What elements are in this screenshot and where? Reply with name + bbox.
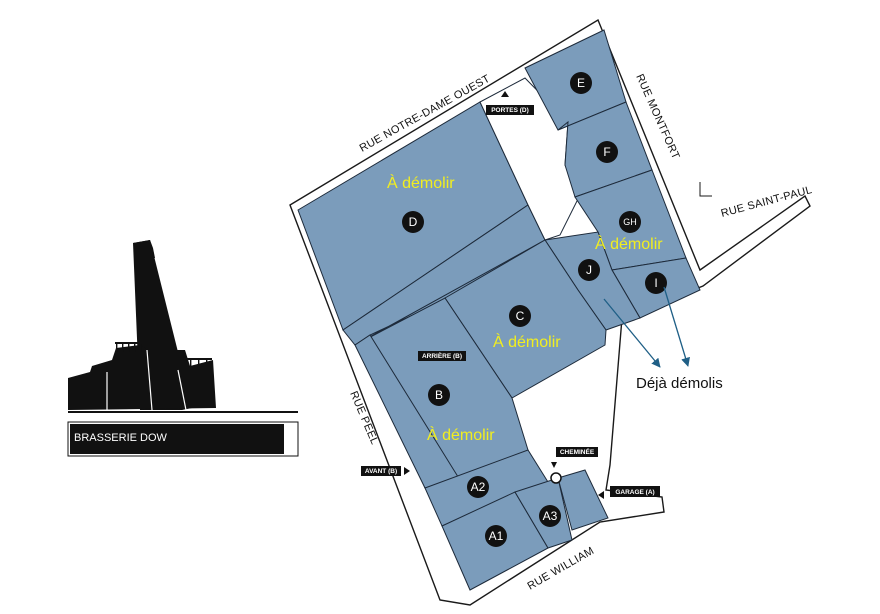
tag-portes: PORTES (D): [486, 91, 534, 115]
demolish-label-d: À démolir: [387, 173, 455, 192]
marker-d-label: D: [409, 215, 418, 229]
marker-d[interactable]: D: [402, 211, 424, 233]
tag-avant: AVANT (B): [361, 466, 410, 476]
marker-f-label: F: [603, 145, 610, 159]
chimney-marker: [550, 472, 562, 484]
demolish-label-b: À démolir: [427, 425, 495, 444]
demolish-label-gh: À démolir: [595, 234, 663, 253]
marker-j-label: J: [586, 263, 592, 277]
marker-j[interactable]: J: [578, 259, 600, 281]
marker-b[interactable]: B: [428, 384, 450, 406]
tag-cheminee-label: CHEMINÉE: [560, 447, 595, 456]
demolish-label-c: À démolir: [493, 332, 561, 351]
marker-c[interactable]: C: [509, 305, 531, 327]
saint-paul-corner: [699, 182, 712, 197]
brewery-label: BRASSERIE DOW: [74, 432, 168, 444]
marker-a3[interactable]: A3: [539, 505, 561, 527]
tag-portes-label: PORTES (D): [491, 107, 529, 114]
tag-avant-label: AVANT (B): [365, 468, 397, 475]
marker-e-label: E: [577, 76, 585, 90]
marker-a1-label: A1: [489, 529, 504, 543]
marker-i-label: I: [654, 276, 657, 290]
marker-a2-label: A2: [471, 480, 486, 494]
brewery-silhouette-lines: [106, 349, 187, 411]
tag-garage-label: GARAGE (A): [615, 489, 654, 496]
building-garage[interactable]: [557, 469, 609, 531]
marker-b-label: B: [435, 388, 443, 402]
brewery-label-box: BRASSERIE DOW: [67, 421, 299, 457]
tag-arriere: ARRIÈRE (B): [418, 351, 466, 361]
marker-a3-label: A3: [543, 509, 558, 523]
marker-i[interactable]: I: [645, 272, 667, 294]
site-outline: [289, 18, 811, 606]
marker-a1[interactable]: A1: [485, 525, 507, 547]
marker-f[interactable]: F: [596, 141, 618, 163]
arrow-to-j: [603, 298, 661, 368]
tag-cheminee: CHEMINÉE: [551, 447, 598, 468]
arrow-to-i: [663, 286, 690, 367]
marker-gh[interactable]: GH: [619, 211, 641, 233]
tag-arriere-label: ARRIÈRE (B): [422, 351, 462, 360]
already-demolished-label: Déjà démolis: [636, 375, 723, 392]
marker-e[interactable]: E: [570, 72, 592, 94]
tag-garage: GARAGE (A): [598, 486, 660, 499]
brewery-ground-line: [68, 411, 298, 413]
marker-a2[interactable]: A2: [467, 476, 489, 498]
brewery-silhouette-icon: [68, 240, 216, 410]
marker-c-label: C: [516, 309, 525, 323]
marker-gh-label: GH: [623, 217, 637, 227]
